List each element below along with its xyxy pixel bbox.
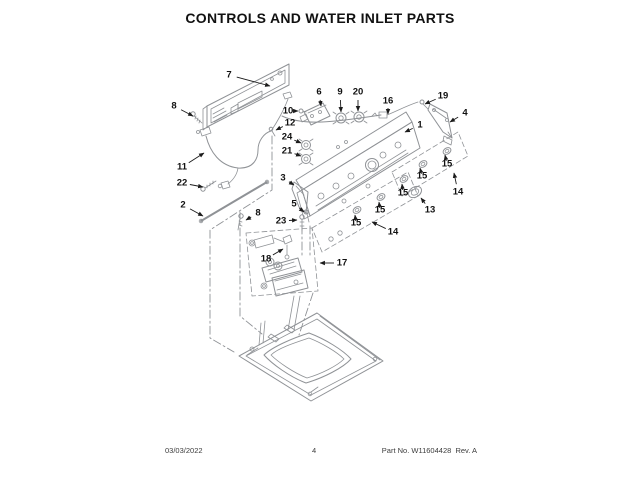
callout-15: 15 <box>417 167 428 182</box>
page-title: CONTROLS AND WATER INLET PARTS <box>185 10 455 26</box>
callout-15: 15 <box>351 214 362 229</box>
svg-text:15: 15 <box>375 205 386 216</box>
svg-text:4: 4 <box>462 108 468 119</box>
svg-text:22: 22 <box>177 178 188 189</box>
callout-16: 16 <box>383 96 394 115</box>
svg-text:20: 20 <box>353 87 364 98</box>
svg-text:1: 1 <box>417 120 423 131</box>
control-panel-art <box>295 111 421 220</box>
svg-text:24: 24 <box>282 132 293 143</box>
svg-text:15: 15 <box>351 218 362 229</box>
svg-text:14: 14 <box>453 187 464 198</box>
svg-text:13: 13 <box>425 205 436 216</box>
footer-page-number: 4 <box>312 446 317 455</box>
callout-6: 6 <box>316 87 323 107</box>
footer: 03/03/2022 4 Part No. W11604428 Rev. A <box>0 446 640 460</box>
callout-15: 15 <box>398 183 409 199</box>
svg-text:16: 16 <box>383 96 394 107</box>
callout-14: 14 <box>453 172 464 198</box>
svg-text:8: 8 <box>255 208 260 219</box>
callout-17: 17 <box>319 258 348 269</box>
wire-harness-art <box>196 91 293 190</box>
svg-text:8: 8 <box>171 101 176 112</box>
svg-text:18: 18 <box>261 254 272 265</box>
svg-text:5: 5 <box>291 199 297 210</box>
callout-3: 3 <box>280 173 295 186</box>
callout-7: 7 <box>226 70 271 87</box>
callout-22: 22 <box>177 178 204 189</box>
callout-15: 15 <box>442 154 453 170</box>
svg-text:14: 14 <box>388 227 399 238</box>
callout-8: 8 <box>245 208 261 221</box>
callout-10: 10 <box>283 106 299 117</box>
svg-text:10: 10 <box>283 106 294 117</box>
callout-5: 5 <box>291 199 305 213</box>
callout-15: 15 <box>375 201 386 216</box>
svg-text:3: 3 <box>280 173 285 184</box>
svg-text:15: 15 <box>398 188 409 199</box>
svg-text:21: 21 <box>282 146 293 157</box>
svg-text:9: 9 <box>337 87 342 98</box>
callout-8: 8 <box>171 101 194 117</box>
svg-text:11: 11 <box>177 162 188 173</box>
callout-13: 13 <box>420 197 436 216</box>
callout-2: 2 <box>180 200 204 217</box>
callout-23: 23 <box>276 216 298 227</box>
svg-text:23: 23 <box>276 216 287 227</box>
callout-14: 14 <box>371 221 399 238</box>
callout-21: 21 <box>282 146 302 157</box>
svg-text:15: 15 <box>417 171 428 182</box>
svg-text:6: 6 <box>316 87 321 98</box>
svg-text:12: 12 <box>285 118 296 129</box>
svg-text:7: 7 <box>226 70 231 81</box>
callout-9: 9 <box>337 87 344 113</box>
footer-date: 03/03/2022 <box>165 446 203 455</box>
svg-text:19: 19 <box>438 91 449 102</box>
console-panel-art <box>202 63 290 131</box>
svg-text:2: 2 <box>180 200 185 211</box>
clip-boxes-art <box>311 131 469 253</box>
alignment-lines-art <box>209 135 314 353</box>
callout-20: 20 <box>353 87 364 112</box>
callout-1: 1 <box>404 120 423 133</box>
callout-12: 12 <box>275 118 296 131</box>
callout-24: 24 <box>282 132 302 144</box>
callout-18: 18 <box>261 248 284 265</box>
svg-text:17: 17 <box>337 258 348 269</box>
washer-top-art <box>238 312 384 402</box>
callout-4: 4 <box>449 108 468 123</box>
callout-19: 19 <box>424 91 449 105</box>
inlet-valve-art <box>245 227 319 297</box>
footer-part-number: Part No. W11604428 Rev. A <box>381 446 477 455</box>
callout-11: 11 <box>177 152 205 173</box>
svg-text:15: 15 <box>442 159 453 170</box>
